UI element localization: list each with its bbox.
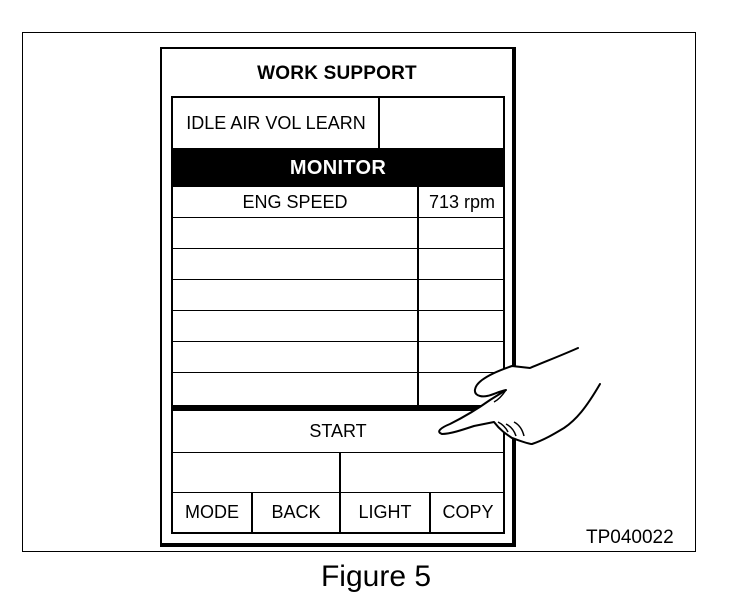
mode-button[interactable]: MODE xyxy=(185,502,239,522)
function-divider xyxy=(378,98,380,148)
pointing-hand-icon xyxy=(438,347,601,445)
section-divider xyxy=(173,405,503,411)
monitor-row xyxy=(173,311,503,342)
monitor-item-name xyxy=(173,218,417,248)
start-button[interactable]: START xyxy=(173,411,503,453)
monitor-column-divider xyxy=(417,373,419,406)
monitor-column-divider xyxy=(417,342,419,372)
blank-button-row xyxy=(173,453,503,493)
monitor-row xyxy=(173,373,503,406)
monitor-column-divider xyxy=(417,311,419,341)
start-button-label: START xyxy=(309,421,367,441)
monitor-row: ENG SPEED 713 rpm xyxy=(173,187,503,218)
figure-id: TP040022 xyxy=(586,527,674,548)
monitor-column-divider xyxy=(417,218,419,248)
monitor-column-divider xyxy=(417,249,419,279)
monitor-row xyxy=(173,280,503,311)
monitor-column-divider xyxy=(417,187,419,217)
monitor-row xyxy=(173,218,503,249)
blank-button-left[interactable] xyxy=(173,453,339,492)
monitor-item-name xyxy=(173,280,417,310)
monitor-item-value xyxy=(419,311,505,341)
copy-button[interactable]: COPY xyxy=(442,502,494,522)
monitor-item-value: 713 rpm xyxy=(428,191,496,212)
monitor-column-divider xyxy=(417,280,419,310)
monitor-item-name xyxy=(173,311,417,341)
monitor-item-value xyxy=(419,218,505,248)
monitor-item-name xyxy=(173,249,417,279)
bottom-divider xyxy=(339,493,341,532)
monitor-row xyxy=(173,342,503,373)
monitor-header: MONITOR xyxy=(173,149,503,187)
monitor-row xyxy=(173,249,503,280)
monitor-item-name xyxy=(173,342,417,372)
bottom-button-row: MODE BACK LIGHT COPY xyxy=(173,493,503,532)
function-label[interactable]: IDLE AIR VOL LEARN xyxy=(186,112,366,133)
panel-title: WORK SUPPORT xyxy=(257,63,417,84)
function-row[interactable]: IDLE AIR VOL LEARN xyxy=(173,98,503,149)
light-button[interactable]: LIGHT xyxy=(358,502,412,522)
monitor-item-value xyxy=(419,280,505,310)
function-value xyxy=(380,98,505,148)
monitor-item-name: ENG SPEED xyxy=(242,191,348,212)
bottom-divider xyxy=(251,493,253,532)
blank-button-divider xyxy=(339,453,341,492)
monitor-item-value xyxy=(419,249,505,279)
figure-caption: Figure 5 xyxy=(320,560,432,593)
screen-area: IDLE AIR VOL LEARN MONITOR ENG SPEED 713… xyxy=(171,96,505,534)
back-button[interactable]: BACK xyxy=(271,502,321,522)
bottom-divider xyxy=(429,493,431,532)
monitor-item-name xyxy=(173,373,417,406)
